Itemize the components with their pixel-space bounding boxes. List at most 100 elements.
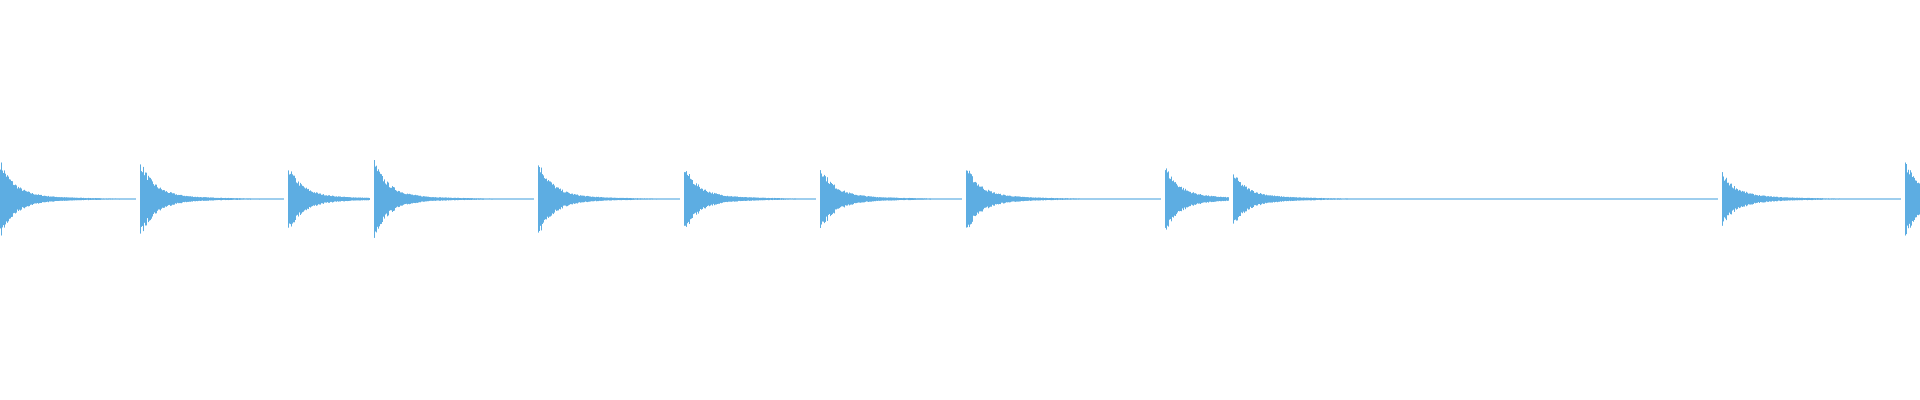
- waveform-sample: [1562, 198, 1563, 200]
- waveform-sample: [409, 193, 410, 205]
- waveform-sample: [1492, 198, 1493, 200]
- waveform-sample: [509, 198, 510, 200]
- waveform-sample: [759, 197, 760, 201]
- waveform-sample: [739, 197, 740, 201]
- waveform-sample: [720, 195, 721, 203]
- waveform-sample: [1152, 198, 1153, 200]
- waveform-sample: [1397, 198, 1398, 200]
- waveform-sample: [1335, 198, 1336, 200]
- waveform-sample: [1378, 198, 1379, 200]
- waveform-sample: [1104, 198, 1105, 200]
- waveform-sample: [452, 198, 453, 201]
- waveform-sample: [748, 197, 749, 201]
- waveform-sample: [1382, 198, 1383, 200]
- waveform-sample: [400, 192, 401, 206]
- waveform-sample: [267, 198, 268, 200]
- waveform-sample: [1072, 198, 1073, 200]
- waveform-sample: [595, 197, 596, 201]
- waveform-sample: [1279, 196, 1280, 202]
- waveform-sample: [1647, 198, 1648, 200]
- waveform-sample: [1453, 198, 1454, 200]
- waveform-sample: [943, 198, 944, 200]
- waveform-sample: [1064, 198, 1065, 200]
- waveform-sample: [388, 182, 389, 216]
- waveform-sample: [1488, 198, 1489, 200]
- waveform-sample: [625, 198, 626, 201]
- waveform-sample: [256, 198, 257, 200]
- waveform-sample: [219, 198, 220, 200]
- waveform-sample: [492, 198, 493, 200]
- waveform-sample: [186, 195, 187, 203]
- waveform-sample: [1594, 198, 1595, 200]
- waveform-sample: [159, 188, 160, 210]
- waveform-sample: [234, 198, 235, 200]
- waveform-sample: [1219, 197, 1220, 201]
- waveform-sample: [974, 182, 975, 216]
- waveform-sample: [357, 197, 358, 201]
- waveform-sample: [1035, 197, 1036, 201]
- waveform-sample: [1216, 196, 1217, 202]
- waveform-sample: [1464, 198, 1465, 200]
- waveform-sample: [1838, 198, 1839, 200]
- waveform-sample: [25, 190, 26, 208]
- waveform-sample: [684, 172, 685, 226]
- waveform-sample: [1398, 198, 1399, 200]
- waveform-sample: [1893, 198, 1894, 200]
- waveform-sample: [650, 198, 651, 200]
- waveform-sample: [1243, 186, 1244, 212]
- waveform-sample: [971, 174, 972, 224]
- waveform-sample: [1732, 187, 1733, 211]
- waveform-sample: [229, 198, 230, 200]
- waveform-sample: [1834, 198, 1835, 200]
- waveform-sample: [399, 191, 400, 207]
- waveform-sample: [57, 197, 58, 201]
- waveform-sample: [15, 184, 16, 214]
- waveform-sample: [320, 193, 321, 205]
- waveform-sample: [474, 198, 475, 200]
- waveform-sample: [773, 198, 774, 200]
- waveform-sample: [1003, 194, 1004, 204]
- waveform-sample: [199, 197, 200, 201]
- waveform-sample: [1156, 198, 1157, 200]
- waveform-sample: [856, 194, 857, 204]
- waveform-sample: [946, 198, 947, 200]
- waveform-sample: [893, 197, 894, 201]
- waveform-sample: [1116, 198, 1117, 200]
- waveform-sample: [806, 198, 807, 200]
- waveform-sample: [1096, 198, 1097, 200]
- waveform-sample: [1536, 198, 1537, 200]
- waveform-sample: [1278, 196, 1279, 202]
- waveform-sample: [841, 191, 842, 207]
- waveform-sample: [293, 175, 294, 223]
- waveform-sample: [1501, 198, 1502, 200]
- waveform-sample: [1296, 197, 1297, 201]
- waveform-sample: [790, 198, 791, 200]
- waveform-sample: [1240, 182, 1241, 216]
- waveform-sample: [384, 179, 385, 219]
- waveform-sample: [516, 198, 517, 200]
- waveform-sample: [1208, 195, 1209, 203]
- waveform-sample: [1530, 198, 1531, 200]
- waveform-sample: [564, 192, 565, 206]
- waveform-sample: [1638, 198, 1639, 200]
- waveform-sample: [1293, 197, 1294, 201]
- waveform-sample: [36, 194, 37, 204]
- waveform-sample: [1373, 198, 1374, 200]
- waveform-sample: [1667, 198, 1668, 200]
- waveform-sample: [666, 198, 667, 200]
- waveform-sample: [735, 196, 736, 202]
- waveform-sample: [1185, 188, 1186, 210]
- waveform-sample: [703, 190, 704, 208]
- waveform-sample: [842, 191, 843, 207]
- waveform-sample: [561, 190, 562, 208]
- waveform-sample: [1367, 198, 1368, 200]
- waveform-sample: [89, 198, 90, 200]
- waveform-sample: [119, 198, 120, 200]
- waveform-sample: [1855, 198, 1856, 200]
- waveform-sample: [1409, 198, 1410, 200]
- waveform-sample: [949, 198, 950, 200]
- waveform-sample: [1218, 196, 1219, 202]
- waveform-sample: [567, 191, 568, 207]
- waveform-sample: [550, 181, 551, 217]
- waveform-sample: [989, 190, 990, 208]
